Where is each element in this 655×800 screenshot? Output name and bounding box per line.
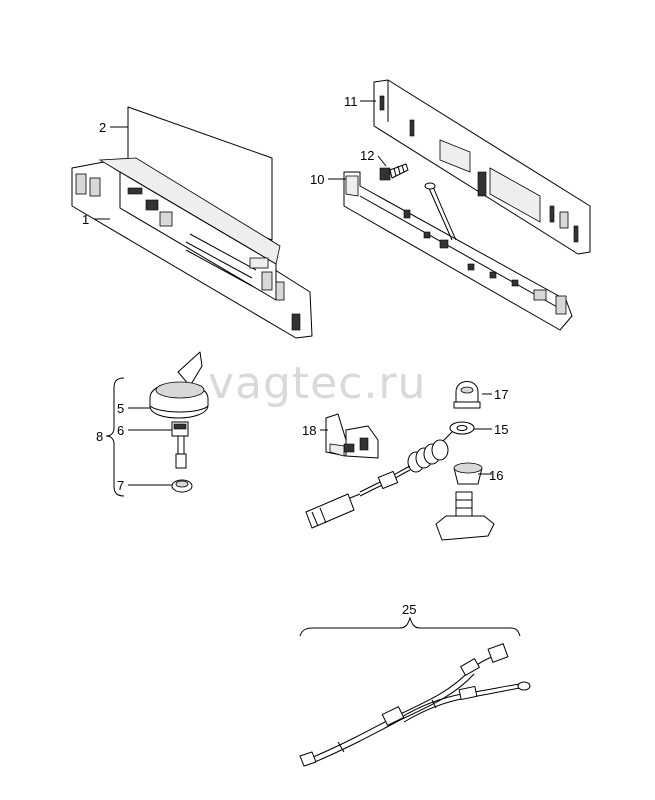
callout-8: 8 [96,429,103,444]
callout-12: 12 [360,148,374,163]
coil-cable [305,439,449,529]
leader-lines [94,100,521,637]
part-12-screw [379,163,409,181]
callout-6: 6 [117,423,124,438]
callout-10: 10 [310,172,324,187]
part-15-ring-terminal [439,421,475,445]
callout-5: 5 [117,401,124,416]
part-7-antenna-nut [171,479,193,493]
callout-1: 1 [82,212,89,227]
callout-11: 11 [344,94,358,109]
callout-17: 17 [494,387,508,402]
part-1-bracket [71,157,313,339]
callout-18: 18 [302,423,316,438]
callout-labels: 1 2 5 6 7 8 10 11 12 15 16 17 18 25 [82,94,508,617]
part-25-wiring-harness [299,643,531,767]
connecting-wire [424,182,457,241]
watermark: vagtec.ru [208,358,426,409]
callout-16: 16 [489,468,503,483]
part-18-connector-clip [325,413,379,459]
part-10-mount-bracket [343,171,573,331]
part-11-trim-strip [373,79,591,255]
grounding-stud [435,491,495,541]
callout-15: 15 [494,422,508,437]
callout-25: 25 [402,602,416,617]
part-17-cap-nut [453,381,481,409]
part-6-antenna-clip [171,421,189,469]
part-5-antenna-base [149,351,209,419]
callout-2: 2 [99,120,106,135]
part-16-spring-nut [453,462,483,485]
callout-7: 7 [117,478,124,493]
